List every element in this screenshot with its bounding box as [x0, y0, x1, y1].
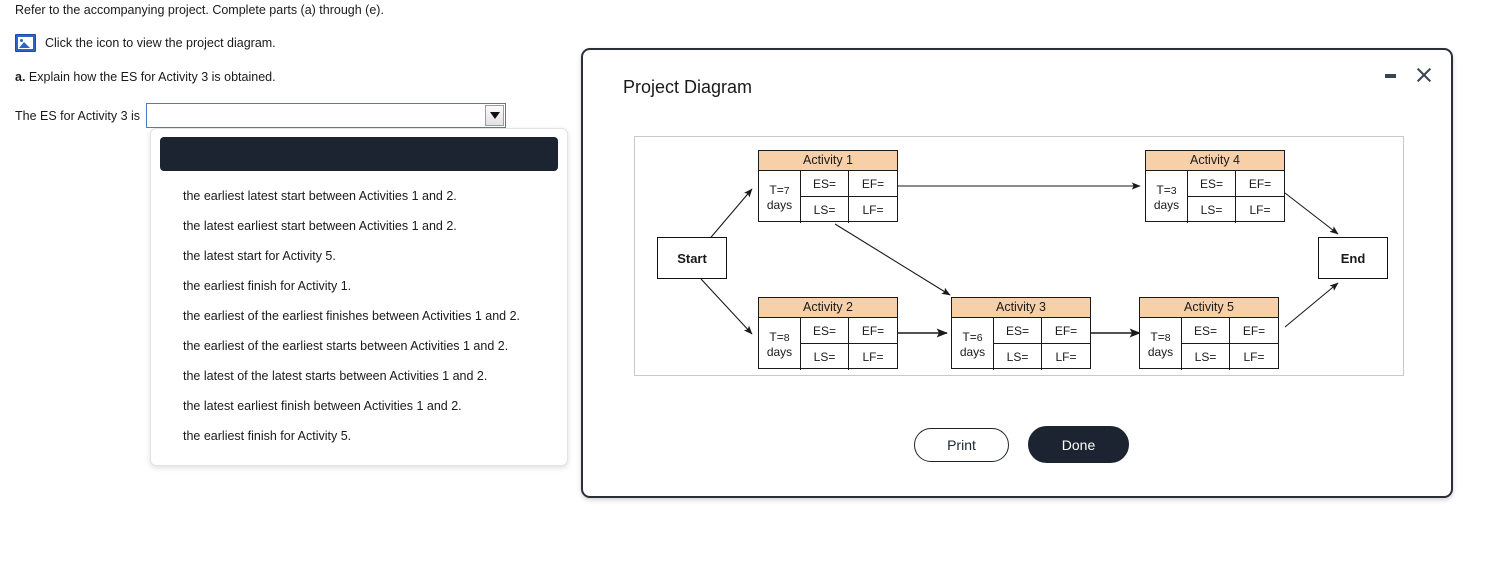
node-activity-4-duration: T=3 days: [1146, 171, 1188, 223]
dropdown-option-5[interactable]: the earliest of the earliest starts betw…: [183, 339, 509, 353]
part-letter: a.: [15, 70, 26, 84]
node-start: Start: [657, 237, 727, 279]
image-icon[interactable]: [15, 34, 36, 52]
node-activity-3-duration: T=6 days: [952, 318, 994, 370]
dropdown-option-2[interactable]: the latest start for Activity 5.: [183, 249, 336, 263]
node-activity-1: Activity 1 T=7 days ES= EF= LS= LF=: [758, 150, 898, 223]
answer-dropdown-value: [147, 104, 485, 127]
close-icon[interactable]: [1415, 66, 1433, 84]
project-diagram-modal: Project Diagram: [581, 48, 1453, 498]
node-start-label: Start: [677, 250, 707, 266]
modal-actions: Print Done: [914, 426, 1129, 463]
dropdown-option-3[interactable]: the earliest finish for Activity 1.: [183, 279, 352, 293]
part-text: Explain how the ES for Activity 3 is obt…: [25, 70, 276, 84]
answer-dropdown[interactable]: [146, 103, 507, 128]
answer-label: The ES for Activity 3 is: [15, 108, 141, 123]
node-activity-4-title: Activity 4: [1146, 151, 1284, 171]
node-end-label: End: [1340, 250, 1366, 266]
node-activity-5-title: Activity 5: [1140, 298, 1278, 318]
project-diagram-icon-row[interactable]: Click the icon to view the project diagr…: [15, 34, 276, 52]
node-activity-4-lf: LF=: [1249, 203, 1271, 217]
node-activity-1-duration: T=7 days: [759, 171, 801, 223]
dropdown-option-blank[interactable]: [160, 137, 558, 171]
node-activity-1-es: ES=: [801, 171, 849, 197]
dropdown-toggle-button[interactable]: [485, 105, 505, 126]
chevron-down-icon: [489, 112, 500, 119]
node-activity-3-es: ES=: [994, 318, 1042, 344]
node-activity-5-ls: LS=: [1182, 344, 1230, 370]
node-activity-4-ef: EF=: [1236, 171, 1284, 197]
node-activity-2-duration: T=8 days: [759, 318, 801, 370]
node-activity-5-es: ES=: [1182, 318, 1230, 344]
node-activity-1-lf: LF=: [862, 203, 884, 217]
node-activity-4-es: ES=: [1188, 171, 1236, 197]
minimize-icon[interactable]: [1384, 69, 1397, 82]
project-diagram-frame: Start Activity 1 T=7 days ES= EF= LS= LF…: [634, 136, 1404, 376]
dropdown-option-6[interactable]: the latest of the latest starts between …: [183, 369, 488, 383]
node-activity-3: Activity 3 T=6 days ES= EF= LS= LF=: [951, 297, 1091, 370]
image-icon-caption: Click the icon to view the project diagr…: [45, 36, 276, 50]
dropdown-options-panel[interactable]: the earliest latest start between Activi…: [150, 128, 568, 466]
node-activity-1-title: Activity 1: [759, 151, 897, 171]
node-activity-5-lf: LF=: [1243, 350, 1265, 364]
node-activity-5-duration: T=8 days: [1140, 318, 1182, 370]
node-activity-2-title: Activity 2: [759, 298, 897, 318]
node-activity-5: Activity 5 T=8 days ES= EF= LS= LF=: [1139, 297, 1279, 370]
node-activity-3-ls: LS=: [994, 344, 1042, 370]
node-activity-2-ls: LS=: [801, 344, 849, 370]
dropdown-option-8[interactable]: the earliest finish for Activity 5.: [183, 429, 352, 443]
node-activity-3-ef: EF=: [1042, 318, 1090, 344]
dropdown-option-0[interactable]: the earliest latest start between Activi…: [183, 189, 457, 203]
dropdown-option-7[interactable]: the latest earliest finish between Activ…: [183, 399, 462, 413]
done-button[interactable]: Done: [1028, 426, 1129, 463]
node-activity-1-ls: LS=: [801, 197, 849, 223]
node-end: End: [1318, 237, 1388, 279]
node-activity-2-lf: LF=: [862, 350, 884, 364]
dropdown-option-1[interactable]: the latest earliest start between Activi…: [183, 219, 457, 233]
answer-row: The ES for Activity 3 is: [15, 103, 507, 128]
modal-title: Project Diagram: [623, 77, 753, 97]
node-activity-1-ef: EF=: [849, 171, 897, 197]
question-intro: Refer to the accompanying project. Compl…: [15, 3, 384, 17]
window-controls: [1384, 66, 1433, 84]
node-activity-2: Activity 2 T=8 days ES= EF= LS= LF=: [758, 297, 898, 370]
node-activity-3-lf: LF=: [1055, 350, 1077, 364]
node-activity-5-ef: EF=: [1230, 318, 1278, 344]
node-activity-3-title: Activity 3: [952, 298, 1090, 318]
dropdown-option-4[interactable]: the earliest of the earliest finishes be…: [183, 309, 520, 323]
diagram-arrows: [700, 182, 1339, 338]
node-activity-4: Activity 4 T=3 days ES= EF= LS= LF=: [1145, 150, 1285, 223]
node-activity-4-ls: LS=: [1188, 197, 1236, 223]
node-activity-2-es: ES=: [801, 318, 849, 344]
print-button[interactable]: Print: [914, 427, 1009, 462]
node-activity-2-ef: EF=: [849, 318, 897, 344]
question-part-a: a. Explain how the ES for Activity 3 is …: [15, 70, 276, 84]
